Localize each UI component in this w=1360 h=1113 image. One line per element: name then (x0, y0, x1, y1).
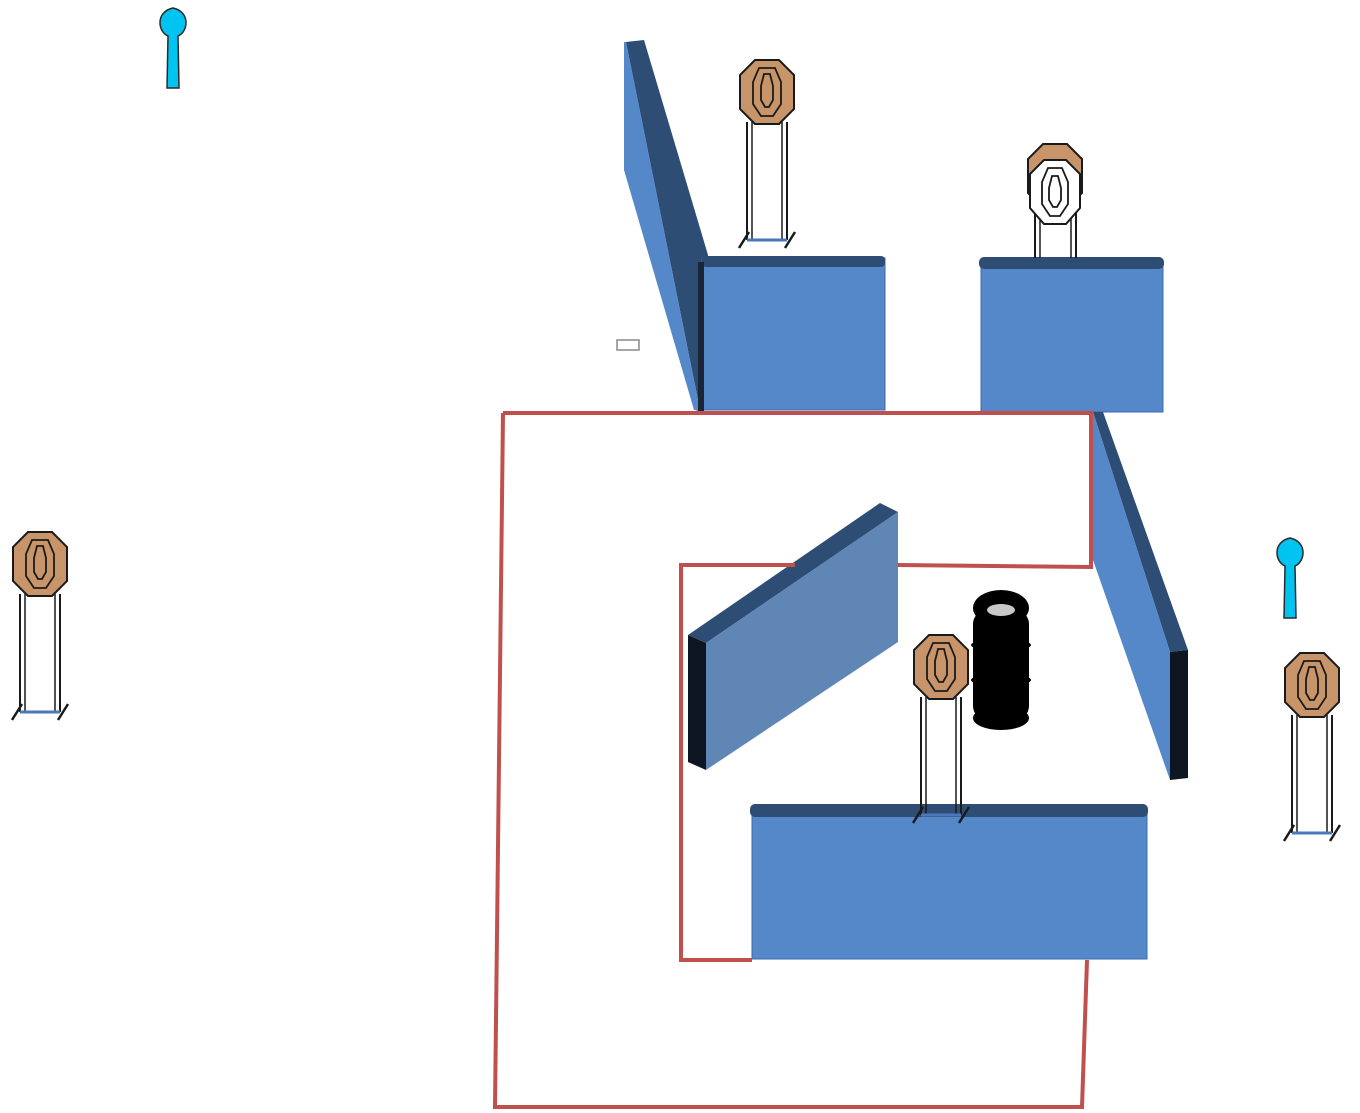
paper-target-right (1282, 651, 1342, 843)
paper-target-left (10, 530, 70, 722)
wall-block-bottom (750, 804, 1148, 960)
no-shoot-target (1029, 159, 1081, 225)
paper-target-top-center (737, 58, 797, 250)
angled-wall-right (1093, 412, 1188, 780)
steel-popper-top-left (159, 7, 187, 89)
angled-wall-center (688, 503, 898, 770)
angled-wall-top-left (624, 40, 708, 412)
steel-popper-right (1276, 537, 1304, 619)
wall-block-top-left (698, 256, 886, 412)
fault-line-inner (679, 563, 795, 962)
start-position-marker (616, 339, 640, 351)
wall-block-top-right (979, 257, 1164, 413)
fault-line-outer (492, 411, 1093, 1109)
paper-target-center (911, 633, 971, 825)
barrel-stack (971, 590, 1031, 730)
